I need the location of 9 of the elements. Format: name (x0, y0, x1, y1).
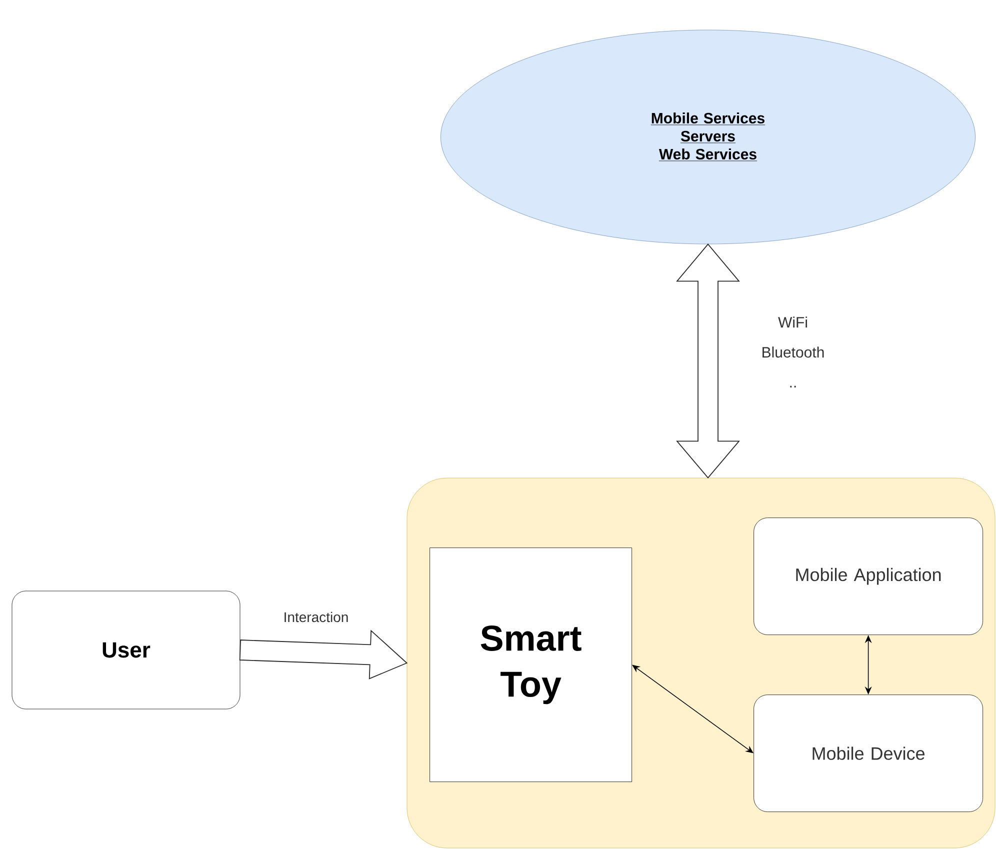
edge-label: WiFi Bluetooth .. (754, 316, 832, 388)
edge-label: Interaction (282, 610, 350, 624)
ellipse-node: Mobile Services Servers Web Services (440, 30, 976, 244)
block-arrow (239, 630, 408, 680)
process-box: Mobile Application (754, 518, 983, 635)
process-box: Mobile Device (754, 694, 983, 812)
block-arrow (676, 244, 740, 478)
user-box: User (12, 590, 240, 710)
smart-toy-box: Smart Toy (430, 548, 632, 782)
